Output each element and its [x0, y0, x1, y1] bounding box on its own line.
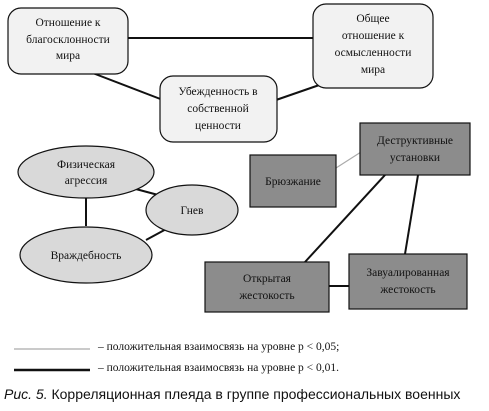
node-otnoshenie-blago: Отношение к благосклонности мира: [7, 7, 129, 75]
legend-thin-text: – положительная взаимосвязь на уровне p …: [98, 341, 340, 353]
node-fizicheskaya-line-2: агрессия: [65, 175, 108, 187]
link-blago-ubezhdennost: [89, 71, 164, 101]
link-destruktivnye-zavualirovannaya: [404, 174, 419, 255]
node-ubezhdennost: Убежденность в собственной ценности: [159, 75, 278, 143]
figure-caption-text: Корреляционная плеяда в группе профессио…: [47, 386, 461, 402]
node-otkrytaya-line-2: жестокость: [238, 290, 294, 302]
node-gnev-line-1: Гнев: [181, 205, 204, 217]
node-gnev: Гнев: [145, 184, 239, 236]
node-destruktivnye: Деструктивные установки: [359, 122, 471, 176]
figure-caption: Рис. 5. Корреляционная плеяда в группе п…: [4, 386, 460, 402]
node-destruktivnye-line-1: Деструктивные: [377, 135, 453, 147]
node-zavualirovannaya-line-1: Завуалированная: [366, 267, 450, 279]
node-otkrytaya-line-1: Открытая: [243, 273, 292, 285]
node-obshchee-line-4: мира: [361, 64, 385, 76]
node-ubezhdennost-line-2: собственной: [187, 103, 249, 115]
node-obshchee-line-2: отношение к: [342, 30, 405, 42]
node-bryuzhanie-line-1: Брюзжание: [265, 176, 321, 188]
link-bryuzhanie-destruktivnye: [335, 151, 362, 169]
node-bryuzhanie: Брюзжание: [249, 154, 337, 208]
node-zavualirovannaya-line-2: жестокость: [379, 284, 435, 296]
node-otnoshenie-blago-line-3: мира: [56, 50, 80, 62]
node-otkrytaya-zhestokost: Открытая жестокость: [204, 261, 330, 313]
node-otnoshenie-blago-line-1: Отношение к: [35, 17, 100, 29]
node-fizicheskaya-agressiya: Физическая агрессия: [17, 145, 155, 199]
node-ubezhdennost-line-3: ценности: [195, 120, 241, 132]
node-otnoshenie-blago-line-2: благосклонности: [26, 34, 110, 46]
node-obshchee-line-3: осмысленности: [335, 47, 412, 59]
node-ubezhdennost-line-1: Убежденность в: [178, 86, 258, 98]
figure-caption-prefix: Рис. 5.: [4, 386, 48, 402]
node-fizicheskaya-line-1: Физическая: [57, 159, 116, 171]
node-zavualirovannaya-zhestokost: Завуалированная жестокость: [348, 253, 468, 310]
legend-thick-text: – положительная взаимосвязь на уровне p …: [98, 362, 340, 374]
node-vrazhdebnost-line-1: Враждебность: [51, 250, 122, 262]
node-obshchee-line-1: Общее: [356, 13, 389, 25]
node-destruktivnye-line-2: установки: [390, 152, 440, 164]
link-destruktivnye-otkrytaya: [304, 174, 386, 263]
node-vrazhdebnost: Враждебность: [19, 226, 153, 284]
node-obshchee-otnoshenie: Общее отношение к осмысленности мира: [312, 3, 434, 89]
